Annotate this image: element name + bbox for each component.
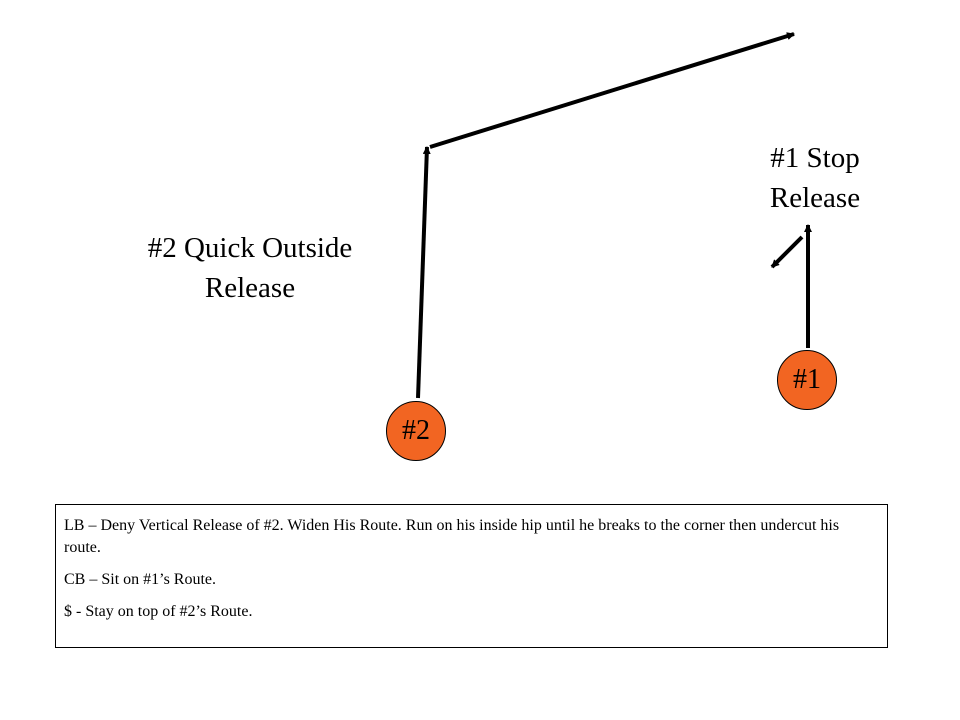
receiver-2-route-label: #2 Quick Outside Release (110, 228, 390, 308)
coaching-notes-box: LB – Deny Vertical Release of #2. Widen … (55, 504, 888, 648)
receiver-2-label-line-2: Release (204, 272, 296, 304)
route-2-stem (416, 146, 431, 399)
route-1-stop (770, 235, 804, 269)
receiver-1-label-line-1: #1 Stop (770, 142, 860, 174)
player-1-label: #1 (793, 364, 821, 395)
route-2-break (429, 32, 795, 149)
note-safety: $ - Stay on top of #2’s Route. (64, 603, 253, 620)
receiver-1-label-line-2: Release (769, 182, 861, 214)
receiver-2-label-line-1: #2 Quick Outside (147, 232, 353, 264)
player-1-marker: #1 (777, 350, 837, 410)
note-cb: CB – Sit on #1’s Route. (64, 571, 217, 588)
player-2-label: #2 (402, 415, 430, 446)
player-2-marker: #2 (386, 401, 446, 461)
note-lb: LB – Deny Vertical Release of #2. Widen … (64, 517, 840, 556)
receiver-1-route-label: #1 Stop Release (740, 138, 890, 218)
